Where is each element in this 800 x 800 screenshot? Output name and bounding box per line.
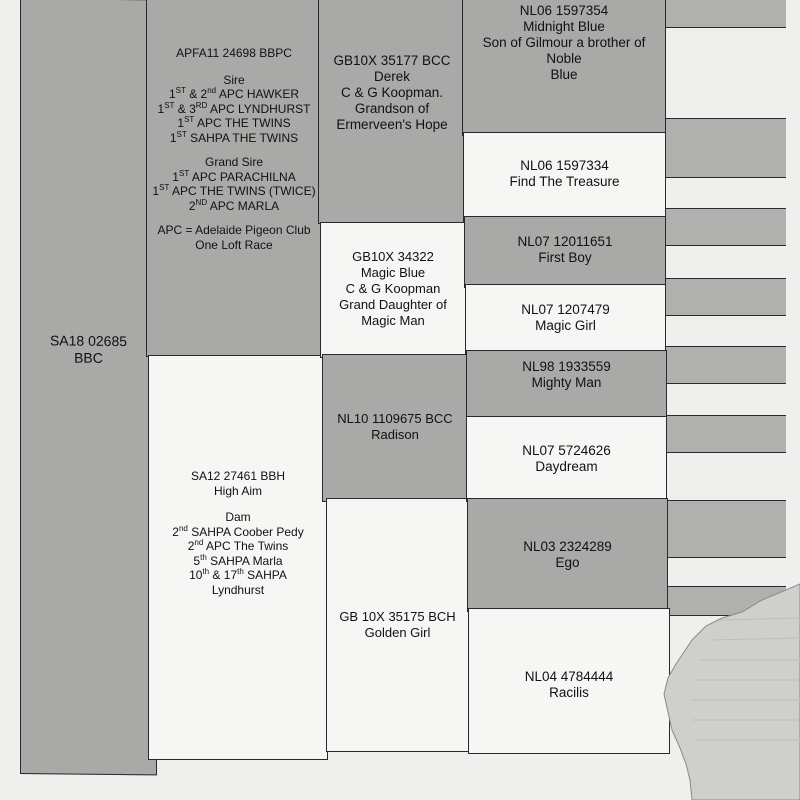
ss-note: Grandson of <box>354 101 430 116</box>
ds-ring: NL10 1109675 BCC <box>337 411 453 426</box>
sire-sire-cell: GB10X 35177 BCC Derek C & G Koopman. Gra… <box>318 0 466 224</box>
gen5-stub <box>666 415 786 453</box>
sd-note2: Magic Man <box>361 313 425 328</box>
apc-note-line2: One Loft Race <box>195 237 273 252</box>
dd-ring: GB 10X 35175 BCH <box>339 609 456 624</box>
dam-result: 5th SAHPA Marla <box>193 552 283 568</box>
sd-note: Grand Daughter of <box>339 297 447 312</box>
gen4-note: Son of Gilmour a brother of <box>482 35 646 50</box>
gen5-stub <box>666 346 786 384</box>
sd-breeder: C & G Koopman <box>345 281 441 296</box>
gen4-ring: NL06 1597334 <box>520 158 609 173</box>
gen4-name: Daydream <box>535 459 598 474</box>
ss-ring: GB10X 35177 BCC <box>333 53 451 68</box>
gen4-ring: NL98 1933559 <box>522 359 611 374</box>
dam-result: 2nd SAHPA Coober Pedy <box>172 523 304 539</box>
sire-dam-cell: GB10X 34322 Magic Blue C & G Koopman Gra… <box>320 222 466 358</box>
dam-result: 2nd APC The Twins <box>187 538 289 554</box>
sire-cell: APFA11 24698 BBPC Sire 1ST & 2nd APC HAW… <box>146 0 322 357</box>
gen4-ring: NL06 1597354 <box>519 3 609 18</box>
gen4-cell-3: NL07 12011651 First Boy <box>464 216 666 288</box>
dam-ring: SA12 27461 BBH <box>190 469 286 483</box>
gen4-name: Find The Treasure <box>509 174 620 189</box>
sire-result: 1ST & 3RD APC LYNDHURST <box>157 100 311 116</box>
grand-sire-role: Grand Sire <box>204 155 264 169</box>
gen5-stub <box>666 500 786 558</box>
gen5-stub <box>666 118 786 178</box>
gen4-ring: NL04 4784444 <box>524 669 614 684</box>
ss-note2: Ermerveen's Hope <box>336 117 448 132</box>
dam-dam-cell: GB 10X 35175 BCH Golden Girl <box>326 498 469 752</box>
dam-result: 10th & 17th SAHPA <box>189 567 287 583</box>
grand-sire-result: 1ST APC THE TWINS (TWICE) <box>152 183 316 199</box>
gen4-ring: NL07 1207479 <box>521 302 610 317</box>
sire-result: 1ST APC THE TWINS <box>177 115 291 131</box>
gen4-cell-4: NL07 1207479 Magic Girl <box>465 284 666 354</box>
apc-note-line1: APC = Adelaide Pigeon Club <box>157 223 311 237</box>
gen5-stub <box>666 208 786 246</box>
gen4-ring: NL07 12011651 <box>517 234 613 249</box>
dam-result: Lyndhurst <box>211 582 265 597</box>
sire-ring: APFA11 24698 BBPC <box>176 46 292 60</box>
gen5-stub <box>666 0 786 28</box>
gen4-note: Noble <box>546 51 582 66</box>
gen4-cell-6: NL07 5724626 Daydream <box>466 416 667 502</box>
sd-ring: GB10X 34322 <box>352 249 434 264</box>
gen4-cell-2: NL06 1597334 Find The Treasure <box>463 132 666 222</box>
dd-name: Golden Girl <box>364 625 431 640</box>
ss-name: Derek <box>373 69 410 84</box>
sire-result: 1ST SAHPA THE TWINS <box>169 129 299 145</box>
ds-name: Radison <box>371 427 419 442</box>
sire-role: Sire <box>223 72 245 87</box>
gen4-name: First Boy <box>538 250 592 265</box>
gen4-name: Midnight Blue <box>523 19 605 34</box>
dam-cell: SA12 27461 BBH High Aim Dam 2nd SAHPA Co… <box>148 355 328 760</box>
gen4-cell-7: NL03 2324289 Ego <box>467 498 668 612</box>
gen4-ring: NL03 2324289 <box>523 539 612 554</box>
grand-sire-result: 2ND APC MARLA <box>188 197 280 213</box>
dam-name: High Aim <box>213 483 263 498</box>
gen4-name: Ego <box>555 555 580 570</box>
gen4-name: Racilis <box>549 685 589 700</box>
gen4-cell-5: NL98 1933559 Mighty Man <box>466 350 667 420</box>
dam-sire-cell: NL10 1109675 BCC Radison <box>322 354 468 502</box>
sd-name: Magic Blue <box>360 265 426 280</box>
dam-role: Dam <box>225 510 251 524</box>
grand-sire-result: 1ST APC PARACHILNA <box>172 168 296 184</box>
gen4-cell-1: NL06 1597354 Midnight Blue Son of Gilmou… <box>462 0 666 136</box>
sire-result: 1ST & 2nd APC HAWKER <box>168 86 300 102</box>
gen4-name: Mighty Man <box>531 375 602 390</box>
gen4-ring: NL07 5724626 <box>522 443 611 458</box>
gen4-name: Magic Girl <box>535 318 596 333</box>
gen4-note: Blue <box>550 67 578 82</box>
gen5-stub <box>666 278 786 316</box>
ss-breeder: C & G Koopman. <box>340 85 444 100</box>
